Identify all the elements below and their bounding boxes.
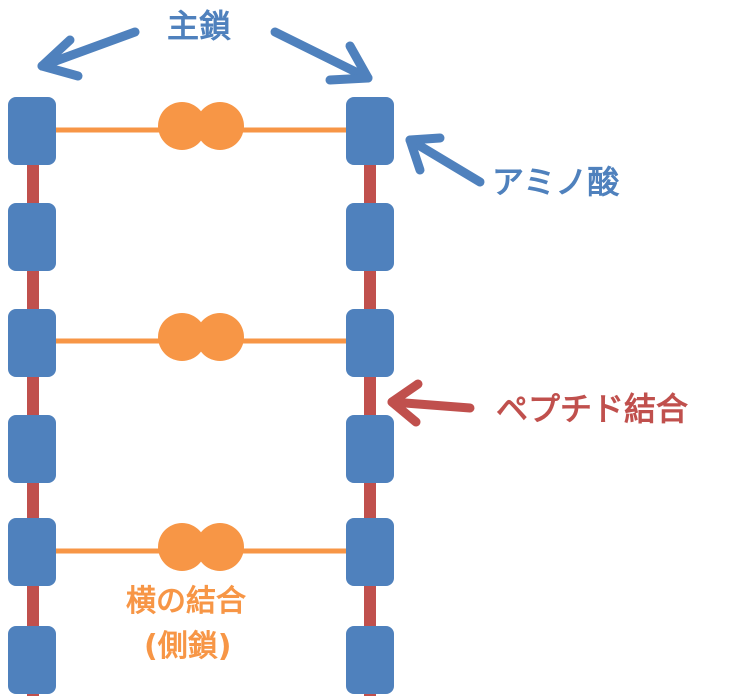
- amino-acid-block: [8, 415, 56, 483]
- amino-acid-block: [8, 518, 56, 586]
- side-chain-label: (側鎖): [144, 629, 232, 664]
- peptide-bond-line-left: [27, 100, 39, 696]
- left-backbone: [27, 100, 39, 696]
- side-chain-bead: [158, 523, 206, 571]
- amino-acid-block: [346, 518, 394, 586]
- left-amino-acid-column: [8, 97, 56, 694]
- cross-bond-label: 横の結合: [126, 584, 246, 619]
- peptide-bond-line-right: [364, 100, 376, 696]
- side-chain-bead: [196, 523, 244, 571]
- amino-acid-block: [8, 97, 56, 165]
- main-chain-label: 主鎖: [167, 7, 232, 45]
- cross-link-3: [50, 523, 350, 571]
- cross-link-2: [50, 313, 350, 361]
- peptide-bond-label: ペプチド結合: [496, 390, 689, 428]
- amino-acid-block: [346, 203, 394, 271]
- peptide-bond-arrow-icon: [387, 379, 475, 427]
- cross-link-1: [50, 102, 350, 150]
- amino-acid-arrow-icon: [405, 133, 485, 187]
- side-chain-bead: [196, 102, 244, 150]
- main-chain-arrow-right-icon: [270, 27, 373, 85]
- side-chain-bead: [158, 102, 206, 150]
- amino-acid-block: [346, 309, 394, 377]
- main-chain-arrow-left-icon: [37, 27, 140, 81]
- amino-acid-block: [346, 415, 394, 483]
- amino-acid-block: [8, 626, 56, 694]
- right-backbone: [364, 100, 376, 696]
- amino-acid-label: アミノ酸: [492, 163, 620, 201]
- amino-acid-block: [8, 203, 56, 271]
- right-amino-acid-column: [346, 97, 394, 694]
- side-chain-bead: [196, 313, 244, 361]
- side-chain-bead: [158, 313, 206, 361]
- amino-acid-block: [346, 626, 394, 694]
- amino-acid-block: [346, 97, 394, 165]
- amino-acid-block: [8, 309, 56, 377]
